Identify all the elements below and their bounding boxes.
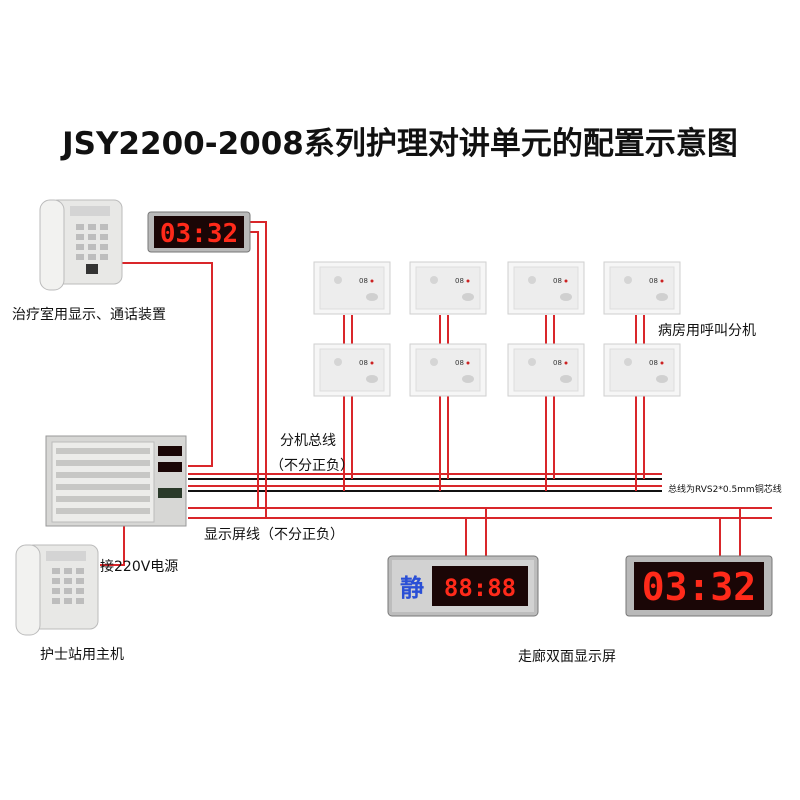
svg-text:08: 08 xyxy=(455,359,464,367)
extension-panel: 08 xyxy=(507,261,585,315)
corridor-display: 静 88:88 xyxy=(387,555,539,617)
host-panel xyxy=(45,435,187,527)
display-line-label: 显示屏线（不分正负） xyxy=(204,527,344,543)
svg-text:08: 08 xyxy=(553,277,562,285)
diagram-title: JSY2200-2008系列护理对讲单元的配置示意图 xyxy=(62,126,738,162)
extension-panel: 08 xyxy=(603,261,681,315)
extension-panel: 08 xyxy=(409,261,487,315)
extension-bus-label: 分机总线 xyxy=(280,433,336,449)
large-clock-digits: 03:32 xyxy=(642,565,756,609)
ward-extensions: 08 08 08 08 08 08 xyxy=(313,261,681,397)
ward-extension-label: 病房用呼叫分机 xyxy=(658,323,756,339)
corridor-display-label: 走廊双面显示屏 xyxy=(518,649,616,665)
small-clock-digits: 03:32 xyxy=(160,219,238,249)
svg-text:08: 08 xyxy=(553,359,562,367)
bus-spec-label: 总线为RVS2*0.5mm铜芯线 xyxy=(668,485,782,495)
svg-text:08: 08 xyxy=(359,277,368,285)
extension-panel: 08 xyxy=(313,261,391,315)
svg-text:08: 08 xyxy=(649,277,658,285)
extension-wires xyxy=(343,315,645,491)
extension-panel: 08 xyxy=(603,343,681,397)
phone-wire xyxy=(122,262,213,467)
svg-text:08: 08 xyxy=(455,277,464,285)
extension-panel: 08 xyxy=(313,343,391,397)
svg-text:08: 08 xyxy=(359,359,368,367)
small-clock: 03:32 xyxy=(147,211,251,253)
treatment-room-label: 治疗室用显示、通话装置 xyxy=(12,307,166,323)
nurse-station-phone xyxy=(15,544,99,636)
treatment-room-phone xyxy=(39,199,123,291)
nurse-station-label: 护士站用主机 xyxy=(40,647,124,663)
large-clock: 03:32 xyxy=(625,555,773,617)
extension-panel: 08 xyxy=(409,343,487,397)
quiet-char: 静 xyxy=(400,574,424,602)
clock-wire-2 xyxy=(250,221,267,518)
wires xyxy=(100,221,772,566)
power-wire xyxy=(100,525,125,566)
power-label: 接220V电源 xyxy=(100,559,179,575)
svg-text:08: 08 xyxy=(649,359,658,367)
clock-wire-1 xyxy=(250,231,259,508)
extension-panel: 08 xyxy=(507,343,585,397)
extension-bus-note: （不分正负） xyxy=(270,458,354,474)
corridor-digits: 88:88 xyxy=(444,574,516,602)
